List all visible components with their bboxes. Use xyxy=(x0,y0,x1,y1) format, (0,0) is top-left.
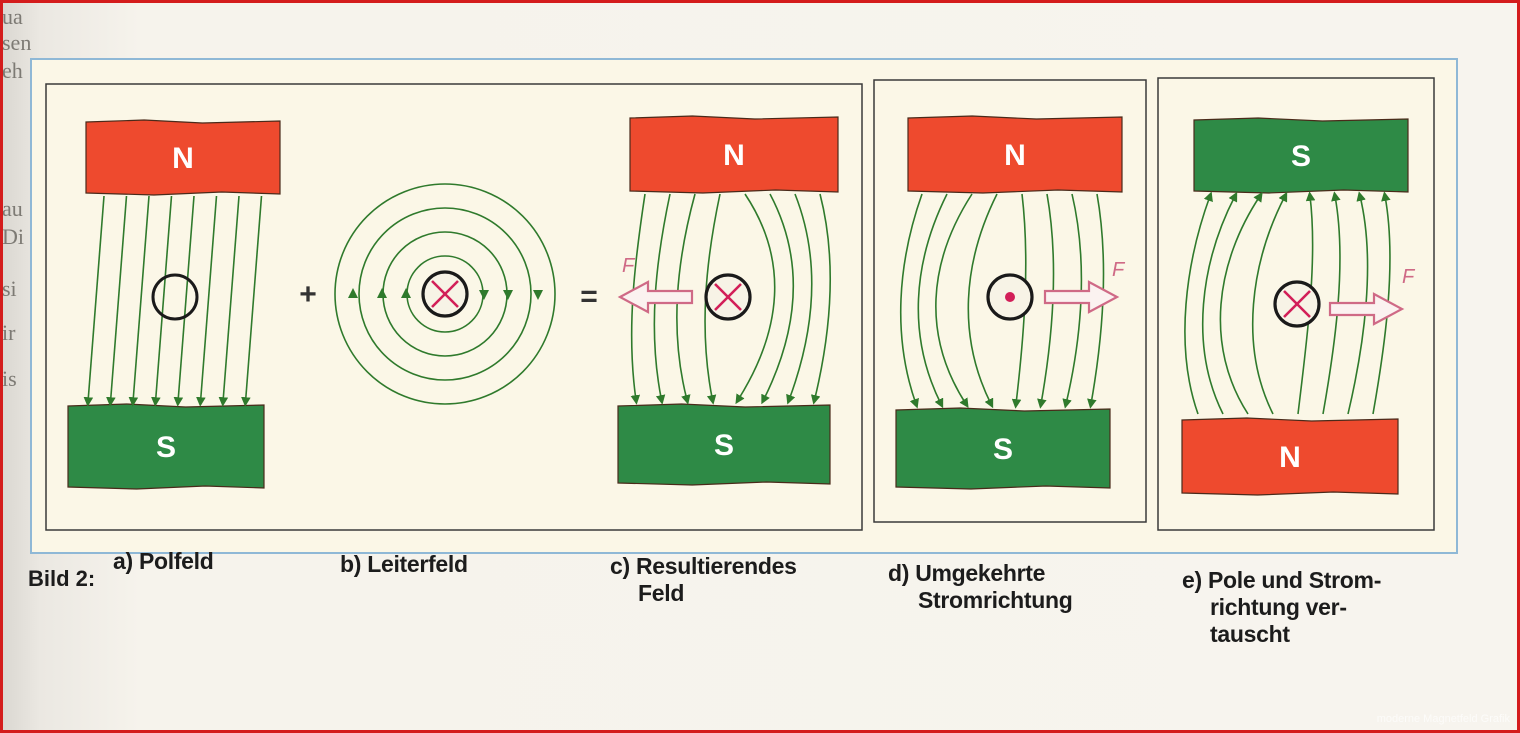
caption-c-line: Feld xyxy=(638,580,685,606)
caption-d-line: Stromrichtung xyxy=(918,587,1073,613)
magnet-pole-n-d: N xyxy=(907,115,1123,194)
field-line-d xyxy=(935,193,973,409)
magnet-pole-n-e: N xyxy=(1181,417,1399,496)
caption-d: d) Umgekehrte Stromrichtung xyxy=(888,560,1073,614)
caption-d-line: d) Umgekehrte xyxy=(888,560,1046,586)
pole-letter: S xyxy=(156,431,176,464)
magnet-pole-s-c: S xyxy=(617,403,831,486)
field-direction-arrow xyxy=(348,288,358,298)
field-line-a xyxy=(241,195,263,407)
field-line-c xyxy=(761,193,795,405)
magnet-body xyxy=(67,403,265,490)
magnet-body xyxy=(1193,117,1409,194)
field-line-e xyxy=(1201,191,1238,415)
caption-a-line: a) Polfeld xyxy=(113,548,214,574)
pole-letter: S xyxy=(714,429,734,462)
force-arrow-d xyxy=(1043,280,1120,314)
caption-b: b) Leiterfeld xyxy=(340,551,468,578)
magnet-body xyxy=(1181,417,1399,496)
conductor-into-page-icon xyxy=(1273,280,1321,328)
field-line-e xyxy=(1219,192,1263,415)
caption-e-line: e) Pole und Strom- xyxy=(1182,567,1382,593)
magnet-body xyxy=(629,115,839,194)
conductor-into-page-icon xyxy=(421,270,469,318)
magnet-body xyxy=(895,407,1111,490)
caption-e-line: richtung ver- xyxy=(1210,594,1347,620)
field-line-a xyxy=(83,195,105,407)
pole-letter: N xyxy=(172,142,194,175)
margin-fragment: ua xyxy=(2,4,23,29)
field-line-a xyxy=(196,195,218,407)
magnet-pole-s-a: S xyxy=(67,403,265,490)
field-line-c xyxy=(735,193,776,405)
field-line-c xyxy=(810,193,832,405)
force-label: F xyxy=(1112,259,1126,281)
caption-e: e) Pole und Strom- richtung ver- tauscht xyxy=(1182,567,1381,648)
magnet-pole-s-d: S xyxy=(895,407,1111,490)
field-line-e xyxy=(1251,191,1288,415)
margin-fragment: sen xyxy=(2,30,32,55)
field-line-d xyxy=(899,193,923,409)
field-line-a xyxy=(151,195,173,407)
image-credit: moderne Magnetfeld Grafik xyxy=(1376,713,1510,725)
margin-fragment: si xyxy=(2,276,17,301)
margin-fragment: au xyxy=(2,196,23,221)
conductor-out-of-page-icon xyxy=(986,273,1034,321)
conductor-into-page-icon xyxy=(704,273,752,321)
caption-e-line: tauscht xyxy=(1210,621,1290,647)
magnet-body xyxy=(85,119,281,196)
conductor-empty-icon xyxy=(151,273,199,321)
caption-a: a) Polfeld xyxy=(113,548,214,575)
magnet-body xyxy=(617,403,831,486)
field-direction-arrow xyxy=(401,288,411,298)
conductor-field-circles xyxy=(334,183,556,405)
field-line-d xyxy=(917,193,948,409)
margin-fragment: eh xyxy=(2,58,23,83)
field-line-d xyxy=(967,193,998,409)
magnet-pole-n-c: N xyxy=(629,115,839,194)
margin-fragment: ir xyxy=(2,320,16,345)
field-line-a xyxy=(106,195,128,407)
field-direction-arrow xyxy=(533,290,543,300)
field-line-a xyxy=(173,195,195,407)
plus-sign: + xyxy=(299,278,317,311)
margin-fragment: Di xyxy=(2,224,24,249)
force-arrow-e xyxy=(1328,292,1405,326)
field-line-a xyxy=(128,195,150,407)
field-direction-arrow xyxy=(503,290,513,300)
field-line-a xyxy=(218,195,240,407)
pole-letter: S xyxy=(1291,140,1311,173)
force-label: F xyxy=(622,255,636,277)
caption-b-line: b) Leiterfeld xyxy=(340,551,468,577)
pole-letter: N xyxy=(723,139,745,172)
magnet-pole-n-a: N xyxy=(85,119,281,196)
pole-letter: N xyxy=(1279,441,1301,474)
figure-label: Bild 2: xyxy=(28,566,96,591)
force-arrow-c xyxy=(617,280,694,314)
field-line-c xyxy=(786,193,813,405)
pole-letter: N xyxy=(1004,139,1026,172)
pole-letter: S xyxy=(993,433,1013,466)
field-direction-arrow xyxy=(479,290,489,300)
margin-fragment: is xyxy=(2,366,17,391)
field-direction-arrow xyxy=(377,288,387,298)
field-line-e xyxy=(1184,191,1213,415)
caption-c: c) Resultierendes Feld xyxy=(610,553,797,607)
magnet-body xyxy=(907,115,1123,194)
magnet-pole-s-e: S xyxy=(1193,117,1409,194)
caption-c-line: c) Resultierendes xyxy=(610,553,797,579)
force-label: F xyxy=(1402,266,1416,288)
equals-sign: = xyxy=(580,280,598,313)
